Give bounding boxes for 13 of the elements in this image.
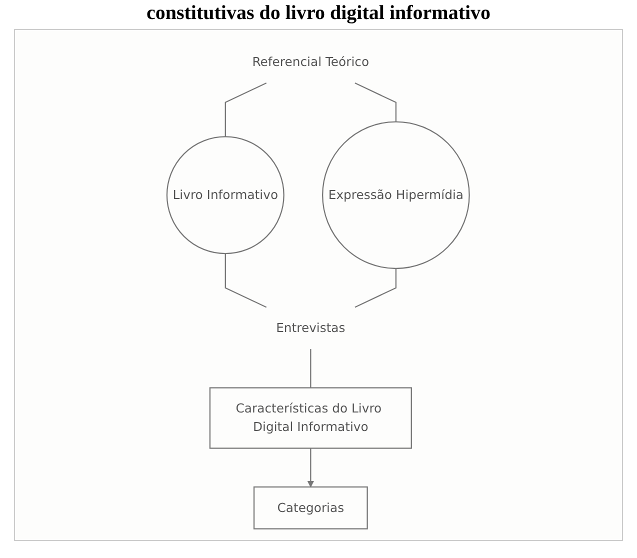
node-box: Características do Livro Digital Informativo	[210, 387, 412, 449]
connector	[310, 349, 312, 388]
connector	[355, 268, 397, 308]
connector	[225, 82, 268, 137]
node-box: Categorias	[254, 486, 368, 530]
node-text: Referencial Teórico	[252, 54, 370, 70]
diagram-title: constitutivas do livro digital informativo	[145, 2, 492, 25]
connector	[225, 254, 268, 308]
connector	[355, 82, 397, 122]
node-text: Entrevistas	[276, 320, 346, 336]
arrow	[308, 448, 314, 488]
node-circle: Expressão Hipermídia	[322, 121, 470, 270]
node-circle: Livro Informativo	[166, 136, 285, 254]
